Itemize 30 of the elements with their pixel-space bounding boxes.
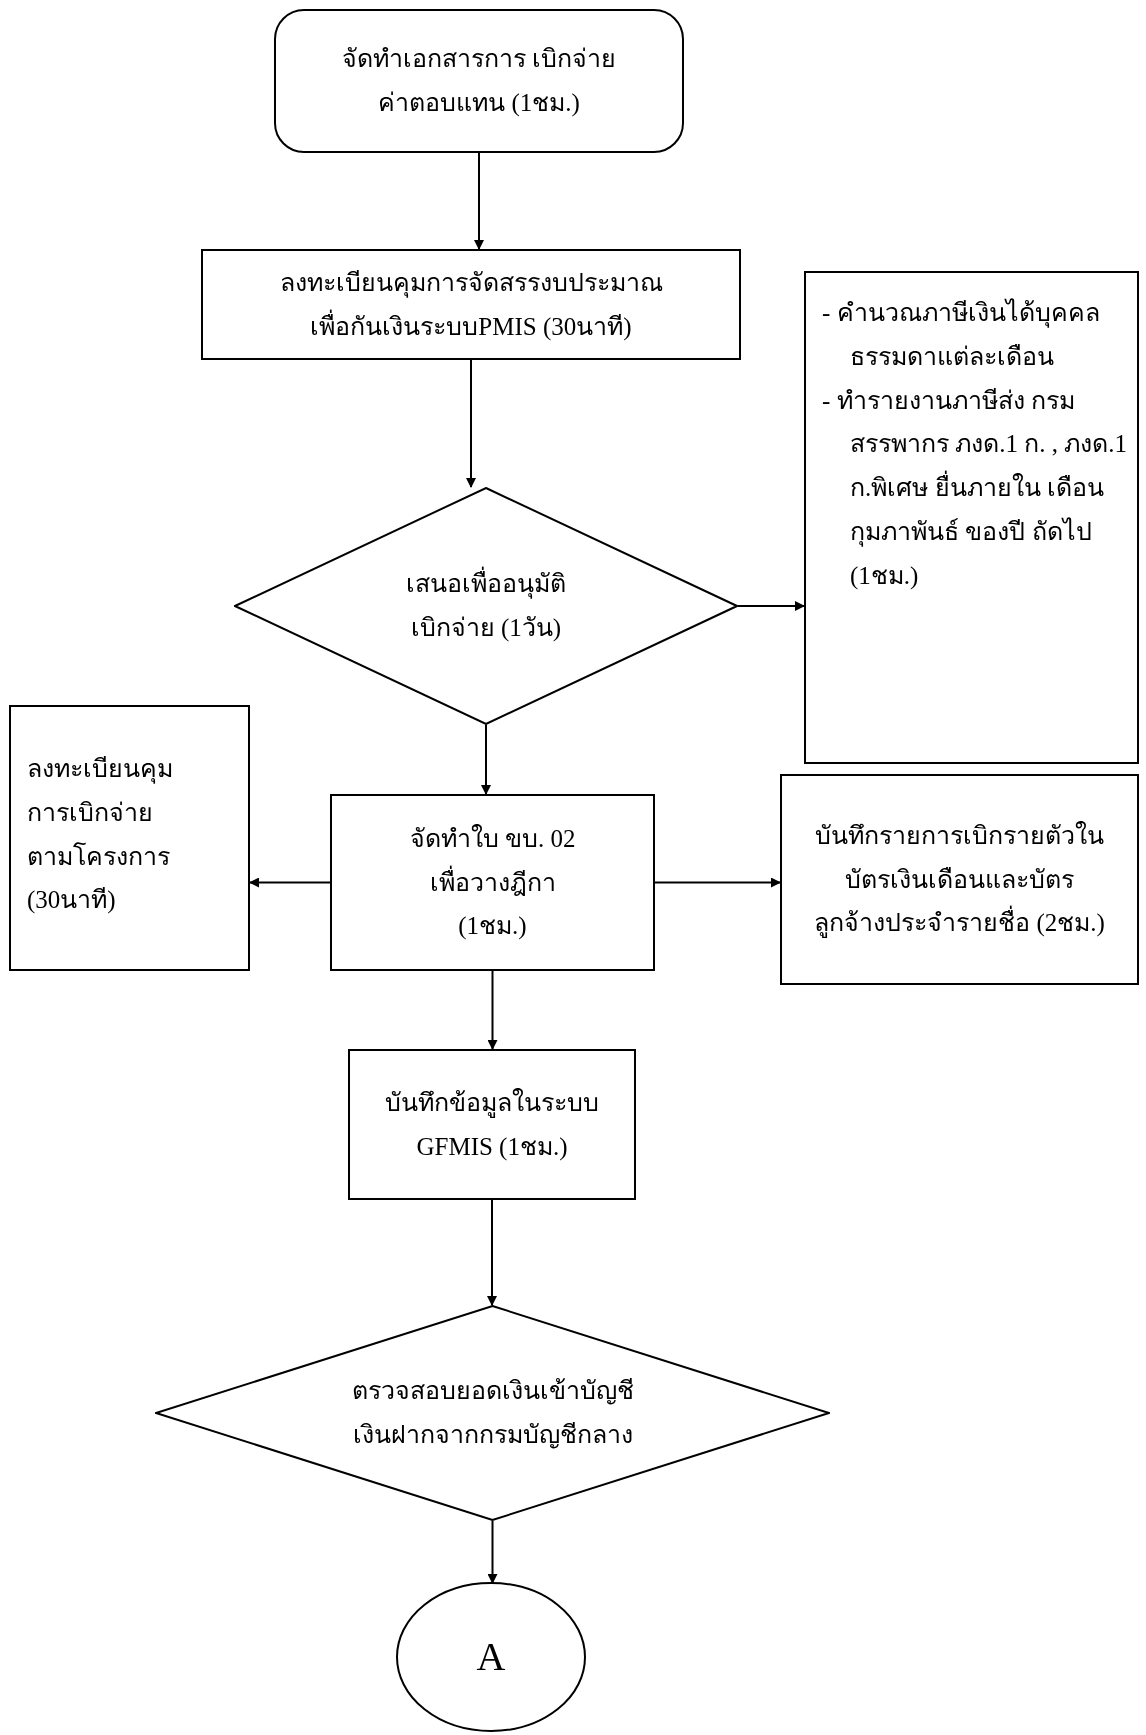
arrow: [487, 1520, 498, 1584]
decision-diamond: [155, 1305, 830, 1521]
box-text: ตรวจสอบยอดเงินเข้าบัญชี เงินฝากจากกรมบัญชีกลาง: [350, 1376, 635, 1451]
arrow: [481, 724, 491, 795]
arrow: [249, 877, 331, 888]
arrow: [737, 601, 805, 611]
start-box: [274, 9, 684, 153]
box-text: ลงทะเบียนคุม การเบิกจ่าย ตามโครงการ (30นาที): [27, 754, 174, 916]
note-text: - ทำรายงานภาษีส่ง กรมสรรพากร ภงด.1 ก. , ภงด.1 ก.พิเศษ ยื่นภายใน เดือน กุมภาพันธ์ ของปี ถัดไป (1ชม.): [822, 385, 1127, 592]
box-text: จัดทำใบ ขบ. 02 เพื่อวางฎีกา (1ชม.): [408, 823, 577, 942]
arrow: [654, 877, 781, 888]
process-box: [780, 774, 1139, 985]
note-text: - คำนวณภาษีเงินได้บุคคล ธรรมดาแต่ละเดือน: [822, 297, 1101, 372]
box-text: เสนอเพื่ออนุมัติ เบิกจ่าย (1วัน): [396, 562, 576, 650]
process-box: [348, 1049, 636, 1200]
process-box: [9, 705, 250, 971]
decision-diamond: [234, 487, 738, 725]
note-box: [804, 271, 1139, 764]
process-box: [330, 794, 655, 971]
process-box: [201, 249, 741, 360]
arrow: [487, 1199, 497, 1306]
connector-label: A: [476, 1633, 506, 1681]
box-text: ลงทะเบียนคุมการจัดสรรงบประมาณ เพื่อกันเงินระบบPMIS (30นาที): [278, 267, 664, 343]
box-text: จัดทำเอกสารการ เบิกจ่ายค่าตอบแทน (1ชม.): [340, 44, 618, 119]
arrow: [474, 152, 484, 250]
box-text: บันทึกรายการเบิกรายตัวใน บัตรเงินเดือนและบัตร ลูกจ้างประจำรายชื่อ (2ชม.): [813, 820, 1106, 940]
box-text: บันทึกข้อมูลในระบบ GFMIS (1ชม.): [384, 1087, 600, 1163]
arrow: [487, 970, 498, 1050]
arrow: [466, 359, 476, 488]
connector-circle: [396, 1582, 586, 1732]
